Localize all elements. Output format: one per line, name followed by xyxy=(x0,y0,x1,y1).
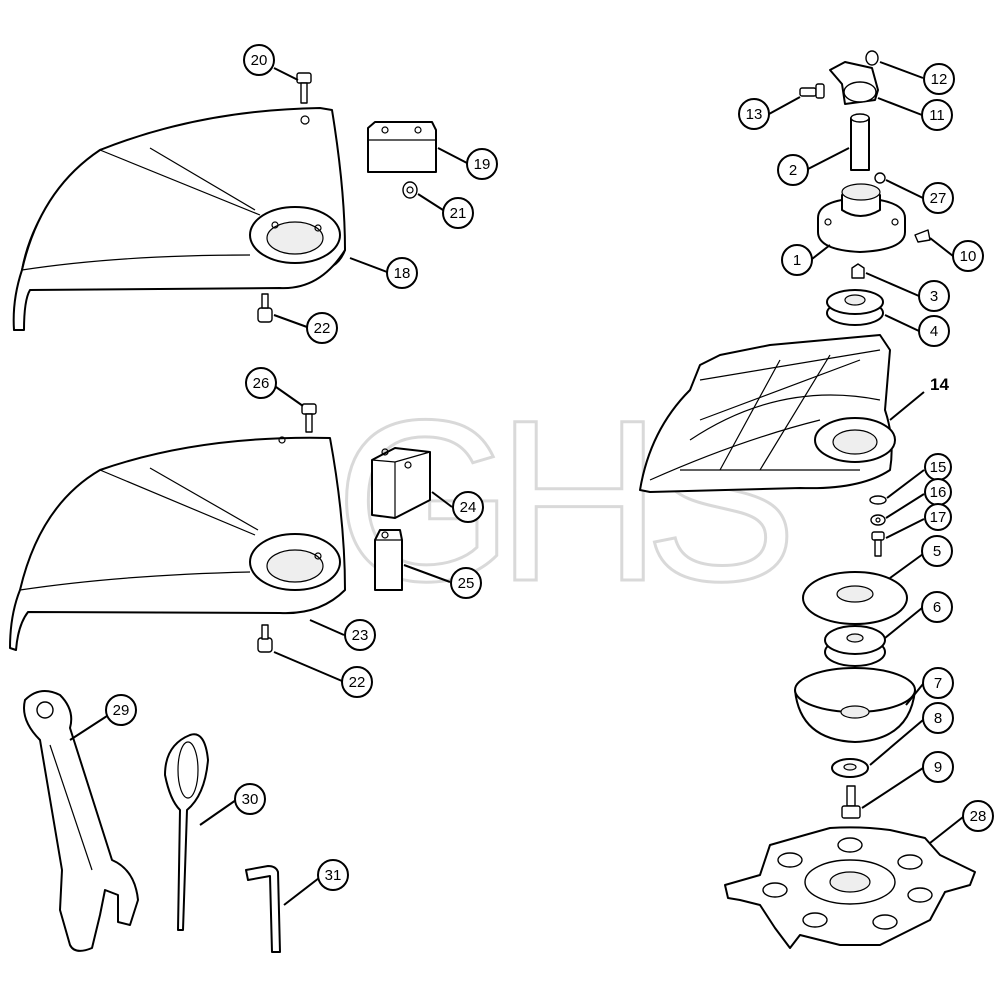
callout-2-label: 2 xyxy=(789,162,797,179)
callout-22-lower: 22 xyxy=(341,666,373,698)
callout-30-label: 30 xyxy=(242,791,259,808)
callout-13: 13 xyxy=(738,98,770,130)
callout-16: 16 xyxy=(924,478,952,506)
callout-17-label: 17 xyxy=(930,509,947,526)
callout-23: 23 xyxy=(344,619,376,651)
callout-19: 19 xyxy=(466,148,498,180)
screw-20 xyxy=(296,72,312,104)
blade-28 xyxy=(724,826,976,949)
callout-28-label: 28 xyxy=(970,808,987,825)
callout-10: 10 xyxy=(952,240,984,272)
callout-29-label: 29 xyxy=(113,702,130,719)
bracket-19 xyxy=(367,121,437,173)
callout-10-label: 10 xyxy=(960,248,977,265)
block-25 xyxy=(374,529,403,591)
washer-8 xyxy=(831,758,869,778)
callout-1-label: 1 xyxy=(793,252,801,269)
callout-27-label: 27 xyxy=(930,190,947,207)
deflector-guard-18 xyxy=(12,107,346,331)
callout-31: 31 xyxy=(317,859,349,891)
callout-9: 9 xyxy=(922,751,954,783)
leader-lines xyxy=(69,61,964,906)
guard-14 xyxy=(639,334,896,493)
block-24 xyxy=(371,447,431,519)
callout-19-label: 19 xyxy=(474,156,491,173)
disc-5 xyxy=(802,571,908,625)
callout-26-label: 26 xyxy=(253,375,270,392)
callout-12-label: 12 xyxy=(931,71,948,88)
callout-4-label: 4 xyxy=(930,323,938,340)
callout-16-label: 16 xyxy=(930,484,947,501)
nut-12 xyxy=(865,50,879,66)
callout-24: 24 xyxy=(452,491,484,523)
callout-3-label: 3 xyxy=(930,288,938,305)
callout-27: 27 xyxy=(922,182,954,214)
screw-13 xyxy=(799,83,825,99)
clamp-11 xyxy=(829,61,879,105)
callout-18-label: 18 xyxy=(394,265,411,282)
callout-7-label: 7 xyxy=(934,675,942,692)
callout-25-label: 25 xyxy=(458,575,475,592)
screw-26 xyxy=(301,403,317,433)
pin-30 xyxy=(164,733,209,931)
nut-27 xyxy=(874,172,886,184)
screw-22-lower xyxy=(257,624,273,653)
callout-22-upper: 22 xyxy=(306,312,338,344)
callout-26: 26 xyxy=(245,367,277,399)
callout-6-label: 6 xyxy=(933,599,941,616)
washer-16 xyxy=(870,514,886,526)
screw-3 xyxy=(851,263,865,279)
callout-21-label: 21 xyxy=(450,205,467,222)
callout-11: 11 xyxy=(921,99,953,131)
washer-4 xyxy=(826,289,884,326)
hex-key-31 xyxy=(245,865,281,953)
callout-30: 30 xyxy=(234,783,266,815)
callout-22-upper-label: 22 xyxy=(314,320,331,337)
callout-8: 8 xyxy=(922,702,954,734)
deflector-guard-23 xyxy=(9,436,346,651)
screw-22-upper xyxy=(257,293,273,323)
callout-5-label: 5 xyxy=(933,543,941,560)
callout-31-label: 31 xyxy=(325,867,342,884)
callout-15-label: 15 xyxy=(930,459,947,476)
callout-24-label: 24 xyxy=(460,499,477,516)
bolt-17 xyxy=(871,531,885,557)
shaft-2 xyxy=(850,113,870,171)
bolt-9 xyxy=(841,785,861,819)
wrench-29 xyxy=(23,690,139,952)
callout-2: 2 xyxy=(777,154,809,186)
callout-4: 4 xyxy=(918,315,950,347)
hub-1 xyxy=(817,183,906,253)
callout-17: 17 xyxy=(924,503,952,531)
callout-28: 28 xyxy=(962,800,994,832)
callout-15: 15 xyxy=(924,453,952,481)
callout-8-label: 8 xyxy=(934,710,942,727)
callout-1: 1 xyxy=(781,244,813,276)
callout-9-label: 9 xyxy=(934,759,942,776)
washer-15 xyxy=(869,495,887,505)
callout-6: 6 xyxy=(921,591,953,623)
callout-23-label: 23 xyxy=(352,627,369,644)
nut-21 xyxy=(402,181,418,199)
callout-12: 12 xyxy=(923,63,955,95)
callout-18: 18 xyxy=(386,257,418,289)
callout-20-label: 20 xyxy=(251,52,268,69)
hub-6 xyxy=(824,625,886,667)
callout-11-label: 11 xyxy=(929,107,945,124)
callout-21: 21 xyxy=(442,197,474,229)
callout-25: 25 xyxy=(450,567,482,599)
callout-7: 7 xyxy=(922,667,954,699)
cup-7 xyxy=(794,667,916,743)
callout-20: 20 xyxy=(243,44,275,76)
callout-3: 3 xyxy=(918,280,950,312)
label-14: 14 xyxy=(930,375,949,394)
callout-22-lower-label: 22 xyxy=(349,674,366,691)
pin-10 xyxy=(914,229,931,243)
callout-5: 5 xyxy=(921,535,953,567)
callout-29: 29 xyxy=(105,694,137,726)
callout-13-label: 13 xyxy=(746,106,763,123)
